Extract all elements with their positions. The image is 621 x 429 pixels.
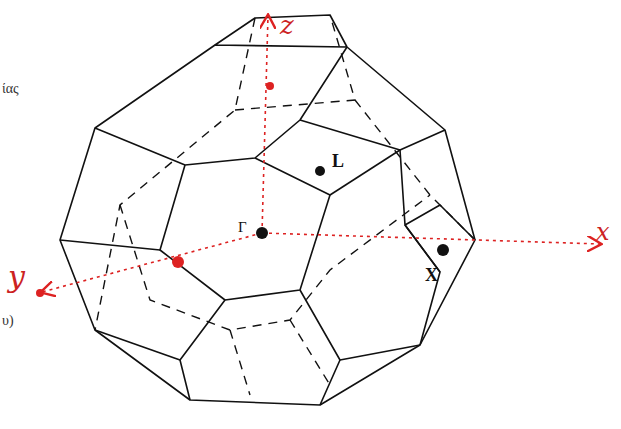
axis-label: z xyxy=(280,12,294,38)
point-label: Γ xyxy=(238,220,247,235)
axis-label: y xyxy=(8,262,25,292)
hidden-edges xyxy=(95,15,475,395)
margin-text: ίας xyxy=(2,82,19,96)
axis-label: x xyxy=(596,220,610,244)
solid-edges xyxy=(60,15,475,405)
axes xyxy=(42,16,600,292)
points xyxy=(36,82,449,297)
margin-text: υ) xyxy=(2,314,14,328)
point-label: X xyxy=(425,266,438,284)
point-label: L xyxy=(332,152,344,170)
